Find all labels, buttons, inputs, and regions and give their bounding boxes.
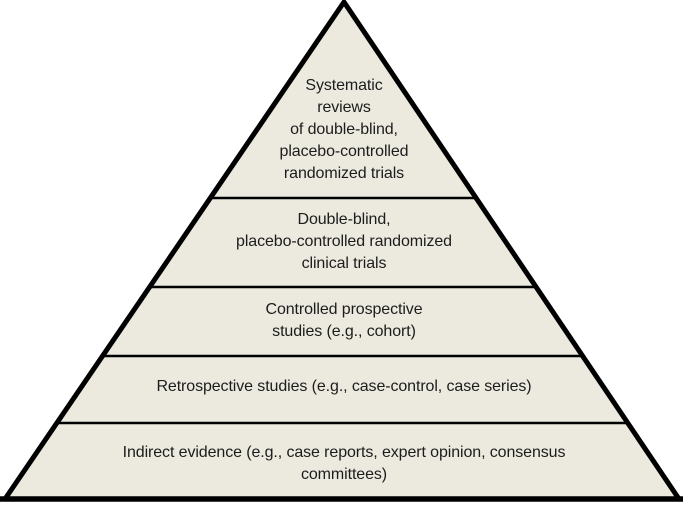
pyramid-level-1-label: Systematic reviews of double-blind, plac… — [279, 77, 409, 182]
pyramid-level-5-label: Indirect evidence (e.g., case reports, e… — [122, 444, 566, 483]
pyramid-level-4-label: Retrospective studies (e.g., case-contro… — [156, 378, 532, 395]
pyramid-level-3-label: Controlled prospective studies (e.g., co… — [265, 301, 423, 340]
pyramid-level-2-label: Double-blind, placebo-controlled randomi… — [236, 211, 452, 272]
